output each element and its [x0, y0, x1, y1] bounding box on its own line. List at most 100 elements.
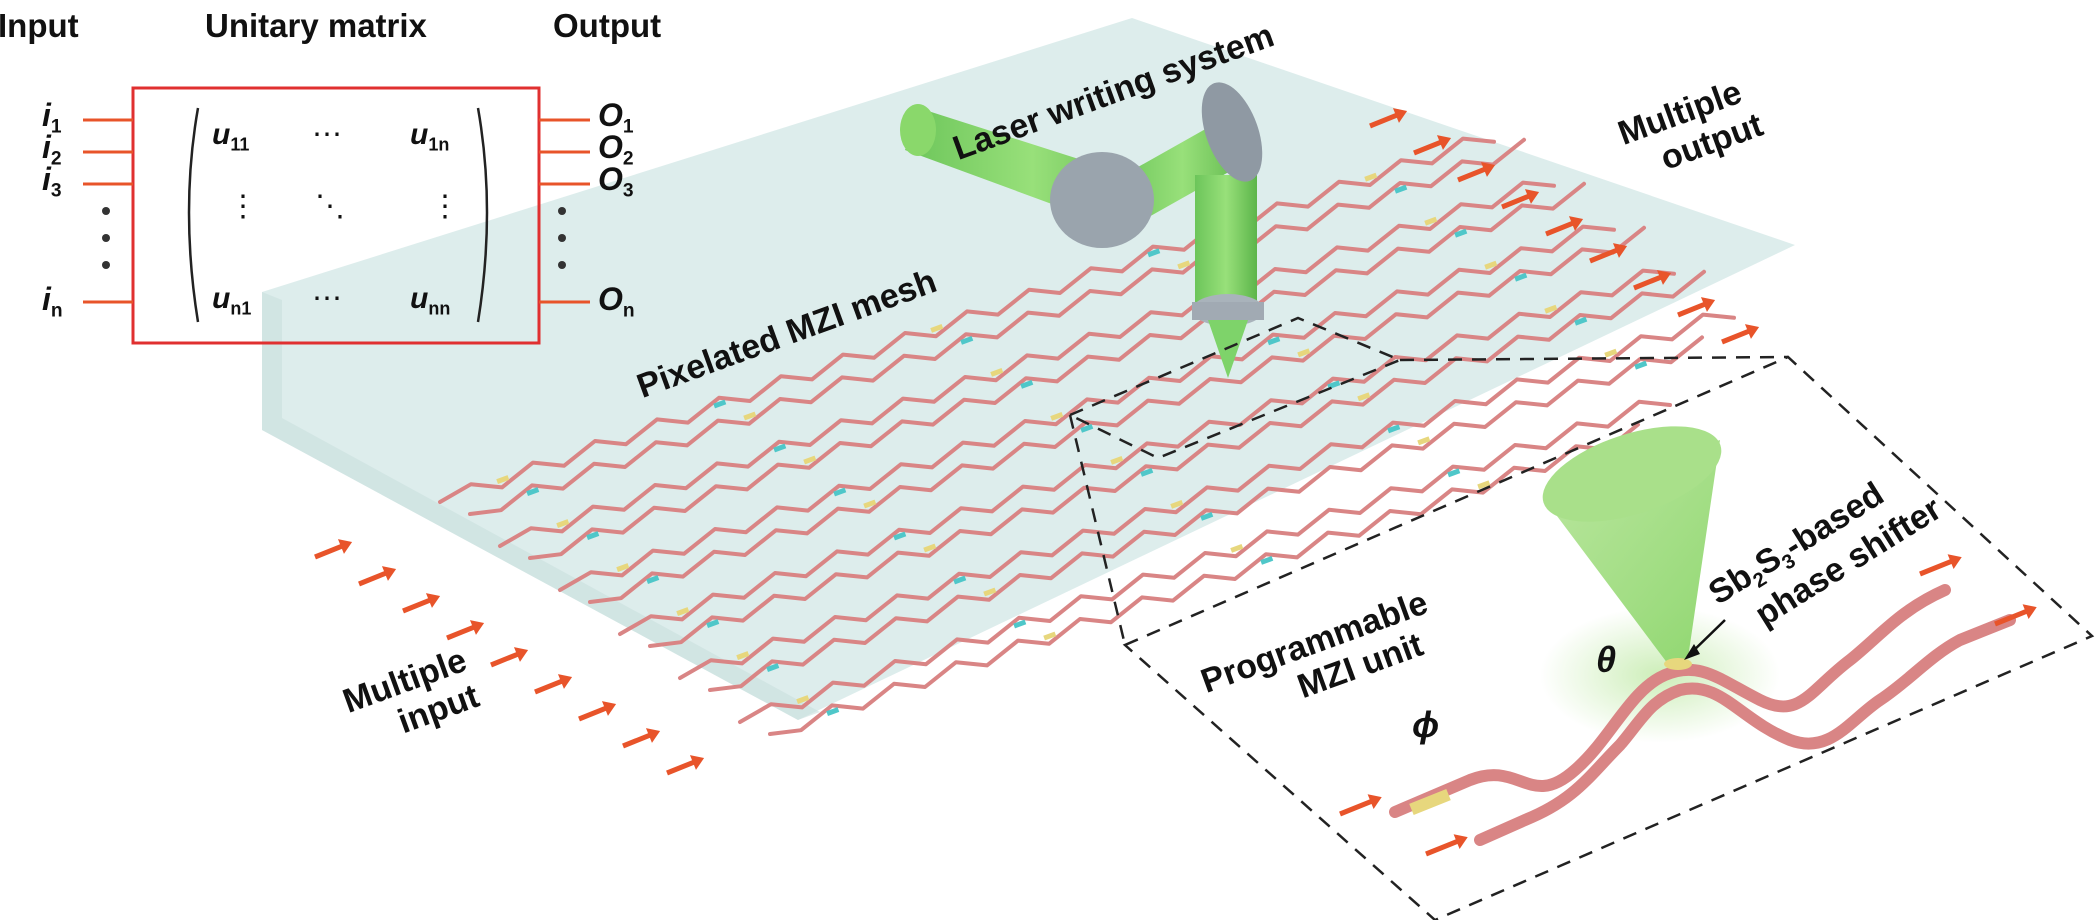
red-arrow-icon — [1545, 216, 1584, 237]
arrowhead — [337, 539, 353, 554]
arrow-shaft — [314, 542, 346, 560]
matrix-entry-un1: un1 — [212, 282, 252, 319]
phase-shifter-phi — [1409, 788, 1451, 816]
ellipsis-dot — [558, 261, 566, 269]
phase-shifter-marker — [1634, 360, 1648, 370]
arrowhead — [1367, 794, 1382, 810]
input-header: Input — [0, 7, 79, 44]
arrowhead — [645, 728, 661, 743]
arrow-shaft — [1677, 300, 1709, 318]
waveguide-lower — [1474, 614, 2016, 846]
unitary-matrix-header: Unitary matrix — [205, 7, 427, 44]
phase-shifter-marker — [713, 399, 727, 409]
unitary-matrix-box — [83, 86, 590, 345]
output-header: Output — [553, 7, 662, 44]
arrow-shaft — [534, 677, 566, 695]
phase-shifter-marker — [1267, 336, 1281, 346]
phase-shifter-marker — [743, 411, 757, 421]
waveguide-upper — [1389, 584, 1951, 818]
arrow-shaft — [1339, 797, 1376, 817]
phase-shifter-marker — [1147, 248, 1161, 258]
input-label-n: in — [42, 281, 63, 322]
phase-shifter-marker — [990, 367, 1004, 377]
ellipsis-dot — [558, 207, 566, 215]
red-arrow-icon — [446, 620, 485, 641]
arrowhead — [601, 701, 617, 716]
phase-shifter-marker — [1514, 272, 1528, 282]
objective-lens — [1192, 302, 1264, 320]
phase-shifter-marker — [1604, 348, 1618, 358]
phase-shifter-marker — [706, 619, 720, 628]
arrow-shaft — [1919, 557, 1956, 577]
phase-shifter-marker — [1170, 499, 1184, 509]
phase-shifter-marker — [1574, 316, 1588, 326]
input-label-3: i3 — [42, 161, 62, 202]
phase-shifter-marker — [1484, 260, 1498, 270]
waveguide-row — [678, 312, 1736, 680]
phase-shifter-marker — [556, 519, 570, 528]
arrow-shaft — [1425, 837, 1462, 857]
phase-shifter-marker — [526, 487, 540, 496]
red-arrow-icon — [1589, 243, 1628, 264]
matrix-vdots-right: ⋮ — [430, 190, 460, 223]
phase-shifter-marker — [893, 531, 907, 541]
phase-shifter-marker — [833, 487, 847, 497]
red-arrow-icon — [666, 755, 705, 776]
ellipsis-dot — [102, 261, 110, 269]
waveguide-row — [708, 335, 1704, 692]
mirror-disc-icon — [1050, 152, 1154, 248]
matrix-vdots-left: ⋮ — [228, 190, 258, 223]
zoom-callout-lines — [1066, 316, 2095, 920]
matrix-ddots: ⋱ — [315, 190, 345, 223]
arrowhead — [1947, 554, 1962, 570]
arrow-shaft — [622, 731, 654, 749]
arrowhead — [1436, 135, 1452, 150]
phase-shifter-marker — [1260, 555, 1274, 565]
zoomed-mzi-unit — [1389, 426, 2016, 846]
matrix-entry-u1n: u1n — [410, 118, 450, 155]
phase-shifter-marker — [796, 695, 810, 704]
arrowhead — [1700, 297, 1716, 312]
red-arrow-icon — [1413, 135, 1452, 156]
matrix-right-paren — [476, 107, 489, 323]
phase-shifter-marker — [826, 707, 840, 716]
laser-beam-end — [900, 104, 936, 156]
red-arrow-icon — [1994, 604, 2037, 627]
red-arrow-icon — [1633, 270, 1672, 291]
ellipsis-dot — [102, 207, 110, 215]
phase-shifter-marker — [803, 455, 817, 465]
mesh-plate — [262, 18, 1795, 720]
phase-shifter-marker — [953, 575, 967, 585]
ellipsis-dot — [102, 234, 110, 242]
arrow-shaft — [578, 704, 610, 722]
laser-cone-top — [1542, 426, 1722, 522]
arrowhead — [1524, 189, 1540, 204]
red-arrow-icon — [1339, 794, 1382, 817]
arrow-shaft — [1721, 327, 1753, 345]
phase-shifter-marker — [1357, 392, 1371, 402]
arrowhead — [557, 674, 573, 689]
output-label-1: O1 — [598, 97, 634, 138]
arrow-shaft — [1413, 138, 1445, 156]
arrowhead — [513, 647, 529, 662]
matrix-left-paren — [187, 107, 200, 323]
arrowhead — [1612, 243, 1628, 258]
waveguide-row — [498, 180, 1556, 548]
sb2s3-phase-shifter — [1664, 658, 1692, 670]
phase-shifter-marker — [1424, 216, 1438, 226]
phase-shifter-marker — [1020, 379, 1034, 389]
waveguide-row — [738, 399, 1672, 724]
pointer-arrowhead — [1684, 644, 1700, 660]
theta-label: θ — [1596, 639, 1617, 680]
output-label-n: On — [598, 281, 635, 322]
phase-shifter-marker — [930, 323, 944, 333]
red-arrow-icon — [534, 674, 573, 695]
red-arrow-icon — [358, 566, 397, 587]
red-arrow-icon — [1457, 162, 1496, 183]
arrowhead — [1744, 324, 1760, 339]
matrix-entry-u11: u11 — [212, 118, 250, 155]
red-arrow-icon — [314, 539, 353, 560]
red-arrow-icon — [1501, 189, 1540, 210]
arrow-shaft — [1369, 111, 1401, 129]
red-arrow-icon — [578, 701, 617, 722]
